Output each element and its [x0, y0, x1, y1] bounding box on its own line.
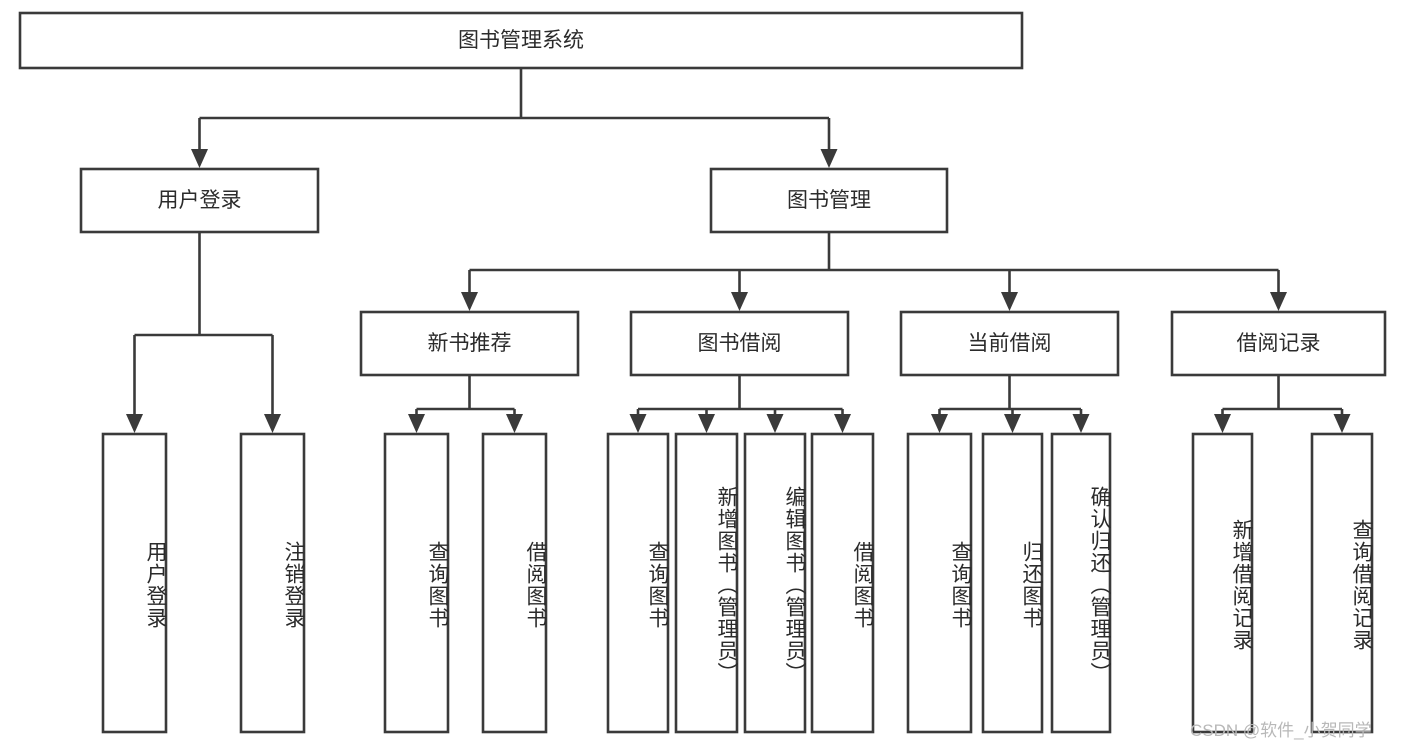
arrow-head-l3-borrow-record-0 — [1214, 414, 1231, 433]
arrow-head-l3-current-borrow-0 — [931, 414, 948, 433]
arrow-head-l3-book-borrow-3 — [834, 414, 851, 433]
node-box-l2-book-manage[interactable] — [709, 167, 949, 234]
node-label-l3-new-book-rec: 新书推荐 — [428, 332, 512, 355]
node-box-l4-query-borrow-record[interactable] — [1310, 432, 1374, 734]
node-box-l4-user-login[interactable] — [101, 432, 168, 734]
arrow-head-l3-book-borrow-0 — [629, 414, 647, 433]
arrow-head-l3-book-borrow-2 — [766, 414, 784, 433]
node-label-l2-user-login: 用户登录 — [158, 189, 242, 212]
node-box-l3-book-borrow[interactable] — [629, 310, 850, 377]
arrow-head-l2-book-manage-2 — [1001, 292, 1018, 311]
node-box-l3-new-book-rec[interactable] — [359, 310, 580, 377]
arrow-head-l3-book-borrow-1 — [698, 414, 715, 433]
node-box-root[interactable] — [18, 11, 1024, 70]
node-label-root: 图书管理系统 — [458, 29, 584, 52]
arrow-head-root-1 — [820, 149, 838, 168]
node-label-l3-book-borrow: 图书借阅 — [698, 332, 782, 355]
arrow-head-l2-book-manage-0 — [461, 292, 478, 311]
node-box-l3-borrow-record[interactable] — [1170, 310, 1387, 377]
node-box-l4-borrow-book-2[interactable] — [810, 432, 875, 734]
node-box-l4-add-book-admin[interactable] — [674, 432, 739, 734]
arrow-head-l3-new-book-rec-1 — [506, 414, 523, 433]
node-box-l4-add-borrow-record[interactable] — [1191, 432, 1254, 734]
csdn-watermark: CSDN @软件_小贺同学 — [1190, 721, 1372, 740]
node-box-l4-borrow-book-1[interactable] — [481, 432, 548, 734]
node-box-l2-user-login[interactable] — [79, 167, 320, 234]
arrow-head-l2-book-manage-3 — [1270, 292, 1287, 311]
arrow-head-l2-user-login-1 — [264, 414, 281, 433]
node-box-l4-confirm-return-admin[interactable] — [1050, 432, 1112, 734]
node-box-l4-query-book-1[interactable] — [383, 432, 450, 734]
arrow-head-l3-current-borrow-1 — [1004, 414, 1021, 433]
connectors-layer — [126, 68, 1351, 433]
node-box-l4-query-book-2[interactable] — [606, 432, 670, 734]
node-box-l4-edit-book-admin[interactable] — [743, 432, 807, 734]
arrow-head-root-0 — [191, 149, 208, 168]
node-box-l4-logout[interactable] — [239, 432, 306, 734]
arrow-head-l3-borrow-record-1 — [1333, 414, 1351, 433]
arrow-head-l2-user-login-0 — [126, 414, 143, 433]
node-label-l2-book-manage: 图书管理 — [787, 189, 871, 212]
node-label-l3-borrow-record: 借阅记录 — [1237, 332, 1321, 355]
node-box-l4-return-book[interactable] — [981, 432, 1044, 734]
node-boxes-layer — [18, 11, 1387, 734]
node-box-l3-current-borrow[interactable] — [899, 310, 1120, 377]
arrow-head-l3-new-book-rec-0 — [408, 414, 425, 433]
node-box-l4-query-book-3[interactable] — [906, 432, 973, 734]
arrow-head-l2-book-manage-1 — [731, 292, 748, 311]
arrow-head-l3-current-borrow-2 — [1072, 414, 1090, 433]
node-label-l3-current-borrow: 当前借阅 — [968, 332, 1052, 355]
